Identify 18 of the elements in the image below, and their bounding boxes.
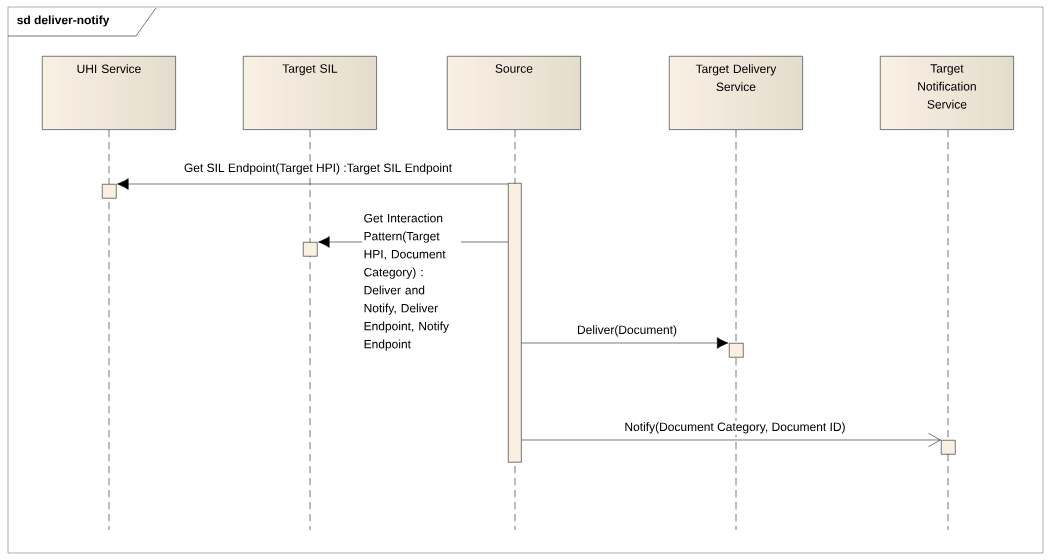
execution-box bbox=[303, 242, 318, 257]
message-arrow bbox=[521, 433, 941, 447]
message-arrow bbox=[521, 337, 729, 349]
execution-box bbox=[941, 440, 956, 455]
activation-bar bbox=[508, 183, 522, 463]
execution-box bbox=[102, 184, 117, 199]
message-label: Deliver(Document) bbox=[575, 323, 679, 338]
frame-title: sd deliver-notify bbox=[7, 7, 157, 37]
message-label: Get Interaction Pattern(Target HPI, Document Category) : Deliver and Notify, Deliver Endpoint, Notify Endpoint bbox=[362, 212, 461, 353]
message-arrow bbox=[117, 178, 509, 190]
lifeline-head: Source bbox=[447, 56, 581, 130]
lifeline-head: Target Delivery Service bbox=[669, 56, 803, 130]
message-label: Get SIL Endpoint(Target HPI) :Target SIL Endpoint bbox=[182, 161, 454, 176]
lifeline-head: Target Notification Service bbox=[880, 56, 1014, 130]
lifeline-head: UHI Service bbox=[42, 56, 176, 130]
execution-box bbox=[729, 343, 744, 358]
lifeline-head: Target SIL bbox=[243, 56, 377, 130]
message-label: Notify(Document Category, Document ID) bbox=[623, 420, 847, 435]
